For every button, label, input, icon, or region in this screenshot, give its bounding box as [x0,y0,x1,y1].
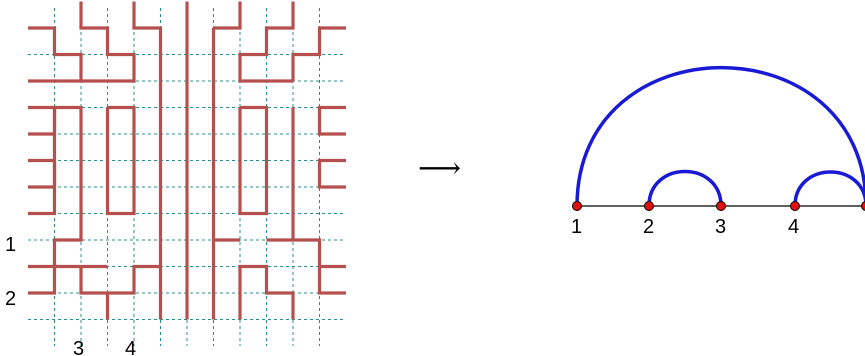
path-segment [79,1,136,83]
path-segment [238,1,295,83]
row-label-2: 2 [5,288,16,310]
point-label-4: 4 [788,216,799,238]
path-segment [28,264,108,295]
point-2 [644,201,654,211]
path-segment [105,105,136,216]
path-segment [291,107,346,269]
point-5 [861,201,865,211]
point-1 [572,201,582,211]
path-segment [28,105,83,269]
arc-4-5 [793,170,865,207]
arc-1-5 [575,65,865,207]
path-segment [238,264,295,320]
path-segment [28,26,83,83]
path-segment [238,105,269,216]
mapping-arrow: ⟶ [418,151,461,186]
path-segment [213,1,242,30]
path-segments [28,1,346,320]
path-segment [317,105,346,136]
path-segment [291,26,346,81]
row-label-1: 1 [5,234,16,256]
point-group [572,201,865,211]
col-label-3: 3 [73,338,84,356]
point-3 [716,201,726,211]
point-label-1: 1 [571,216,582,238]
path-segment [79,264,161,295]
path-segment [28,158,57,189]
path-segment [317,158,346,189]
point-label-2: 2 [643,216,654,238]
arc-2-3 [647,169,723,207]
col-label-4: 4 [125,338,136,356]
path-segment [132,1,163,320]
arc-group [575,65,865,207]
path-segment [28,105,57,136]
point-label-3: 3 [715,216,726,238]
point-4 [790,201,800,211]
path-segment [317,266,346,295]
